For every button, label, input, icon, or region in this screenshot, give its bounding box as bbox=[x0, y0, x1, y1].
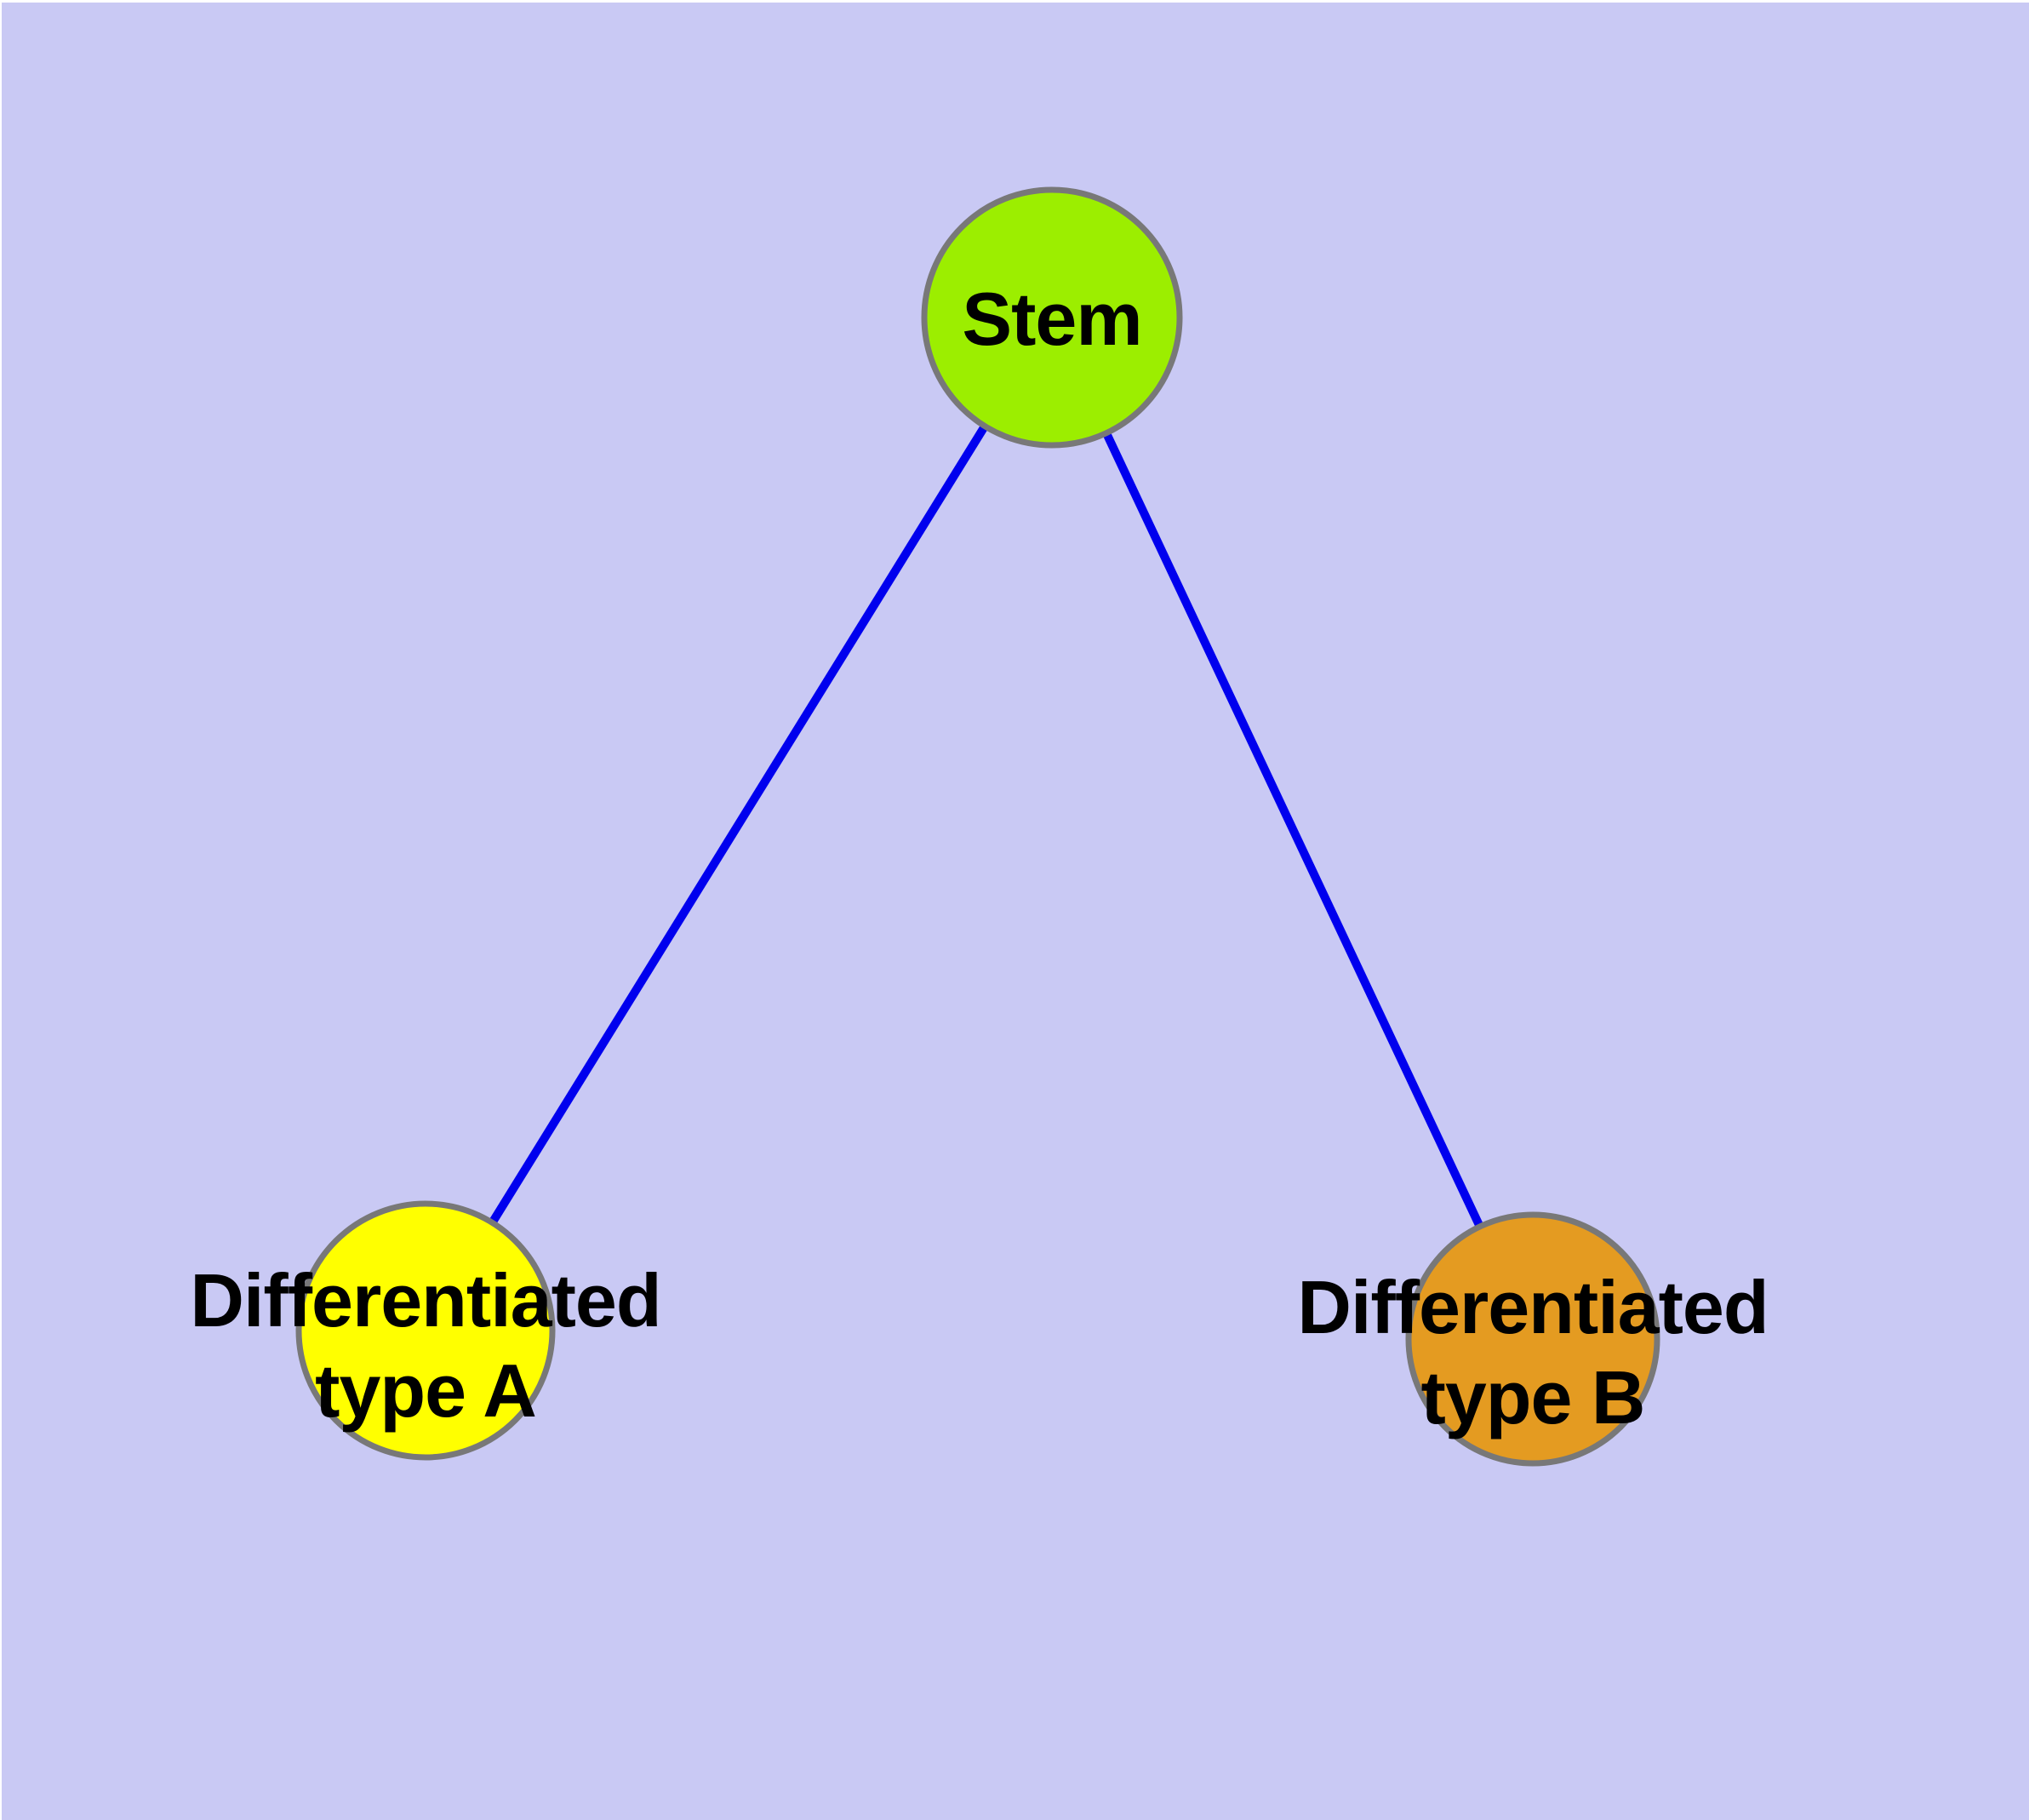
node-label-line: type B bbox=[1420, 1355, 1646, 1439]
graph-edge-stem-type-a bbox=[421, 315, 1056, 1333]
node-label-line: Stem bbox=[962, 277, 1142, 361]
edges-layer bbox=[421, 315, 1537, 1342]
node-label-line: Differentiated bbox=[190, 1258, 661, 1342]
node-label-line: Differentiated bbox=[1297, 1265, 1769, 1349]
graph-node-type-b bbox=[1405, 1211, 1660, 1467]
node-label-line: type A bbox=[315, 1348, 537, 1433]
node-label-stem: Stem bbox=[962, 274, 1142, 364]
graph-edge-stem-type-b bbox=[1048, 315, 1537, 1342]
graph-node-stem bbox=[921, 186, 1183, 449]
graph-node-type-a bbox=[295, 1200, 556, 1461]
nodes-layer bbox=[295, 186, 1660, 1467]
